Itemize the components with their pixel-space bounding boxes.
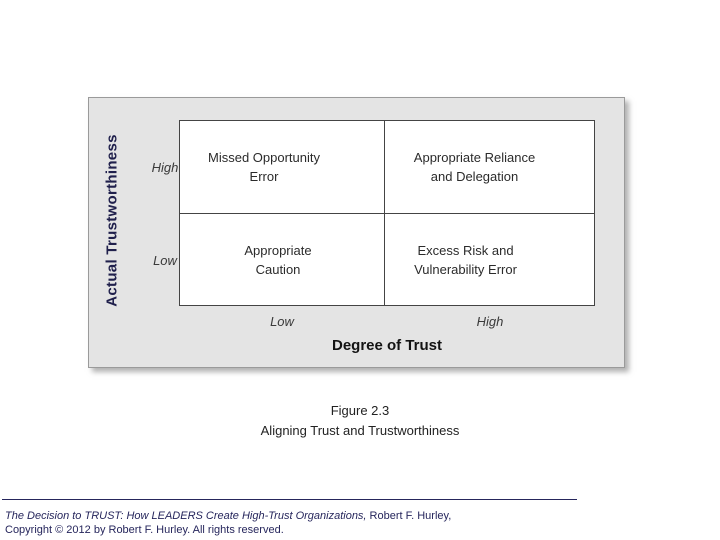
cell-high-trustworthiness-high-trust: Appropriate Reliance and Delegation (385, 121, 594, 214)
y-axis-title: Actual Trustworthiness (103, 133, 121, 307)
column-label-low: Low (270, 314, 294, 329)
citation-line: The Decision to TRUST: How LEADERS Creat… (5, 509, 645, 523)
footer-divider (2, 499, 577, 500)
cell-low-trustworthiness-low-trust: Appropriate Caution (180, 214, 385, 305)
figure-number: Figure 2.3 (330, 403, 390, 418)
copyright-line: Copyright © 2012 by Robert F. Hurley. Al… (5, 524, 284, 536)
cell-low-trustworthiness-high-trust: Excess Risk and Vulnerability Error (385, 214, 594, 305)
cell-text-line: Appropriate (244, 242, 312, 258)
matrix-panel: Actual Trustworthiness High Low Missed O… (88, 97, 625, 368)
cell-text-line: Error (249, 169, 279, 184)
cell-text-line: Appropriate Reliance (413, 150, 536, 165)
row-label-low: Low (153, 253, 177, 268)
cell-text-line: Caution (255, 261, 301, 277)
figure-title: Aligning Trust and Trustworthiness (260, 423, 460, 438)
cell-text-line: Missed Opportunity (208, 150, 320, 165)
cell-text-line: Vulnerability Error (414, 261, 517, 277)
y-axis-title-wrap: Actual Trustworthiness (94, 128, 130, 312)
x-axis-title: Degree of Trust (331, 337, 443, 354)
citation-author: Robert F. Hurley, (366, 510, 452, 522)
column-label-high: High (476, 314, 504, 329)
citation-book-title: The Decision to TRUST: How LEADERS Creat… (5, 510, 367, 522)
figure-caption: Figure 2.3 Aligning Trust and Trustworth… (0, 401, 720, 441)
footer: The Decision to TRUST: How LEADERS Creat… (5, 509, 645, 537)
cell-high-trustworthiness-low-trust: Missed Opportunity Error (180, 121, 385, 214)
cell-text-line: Excess Risk and (417, 242, 514, 258)
matrix-grid: Missed Opportunity Error Appropriate Rel… (179, 120, 595, 306)
row-label-high: High (151, 160, 179, 175)
cell-text-line: and Delegation (430, 169, 519, 184)
